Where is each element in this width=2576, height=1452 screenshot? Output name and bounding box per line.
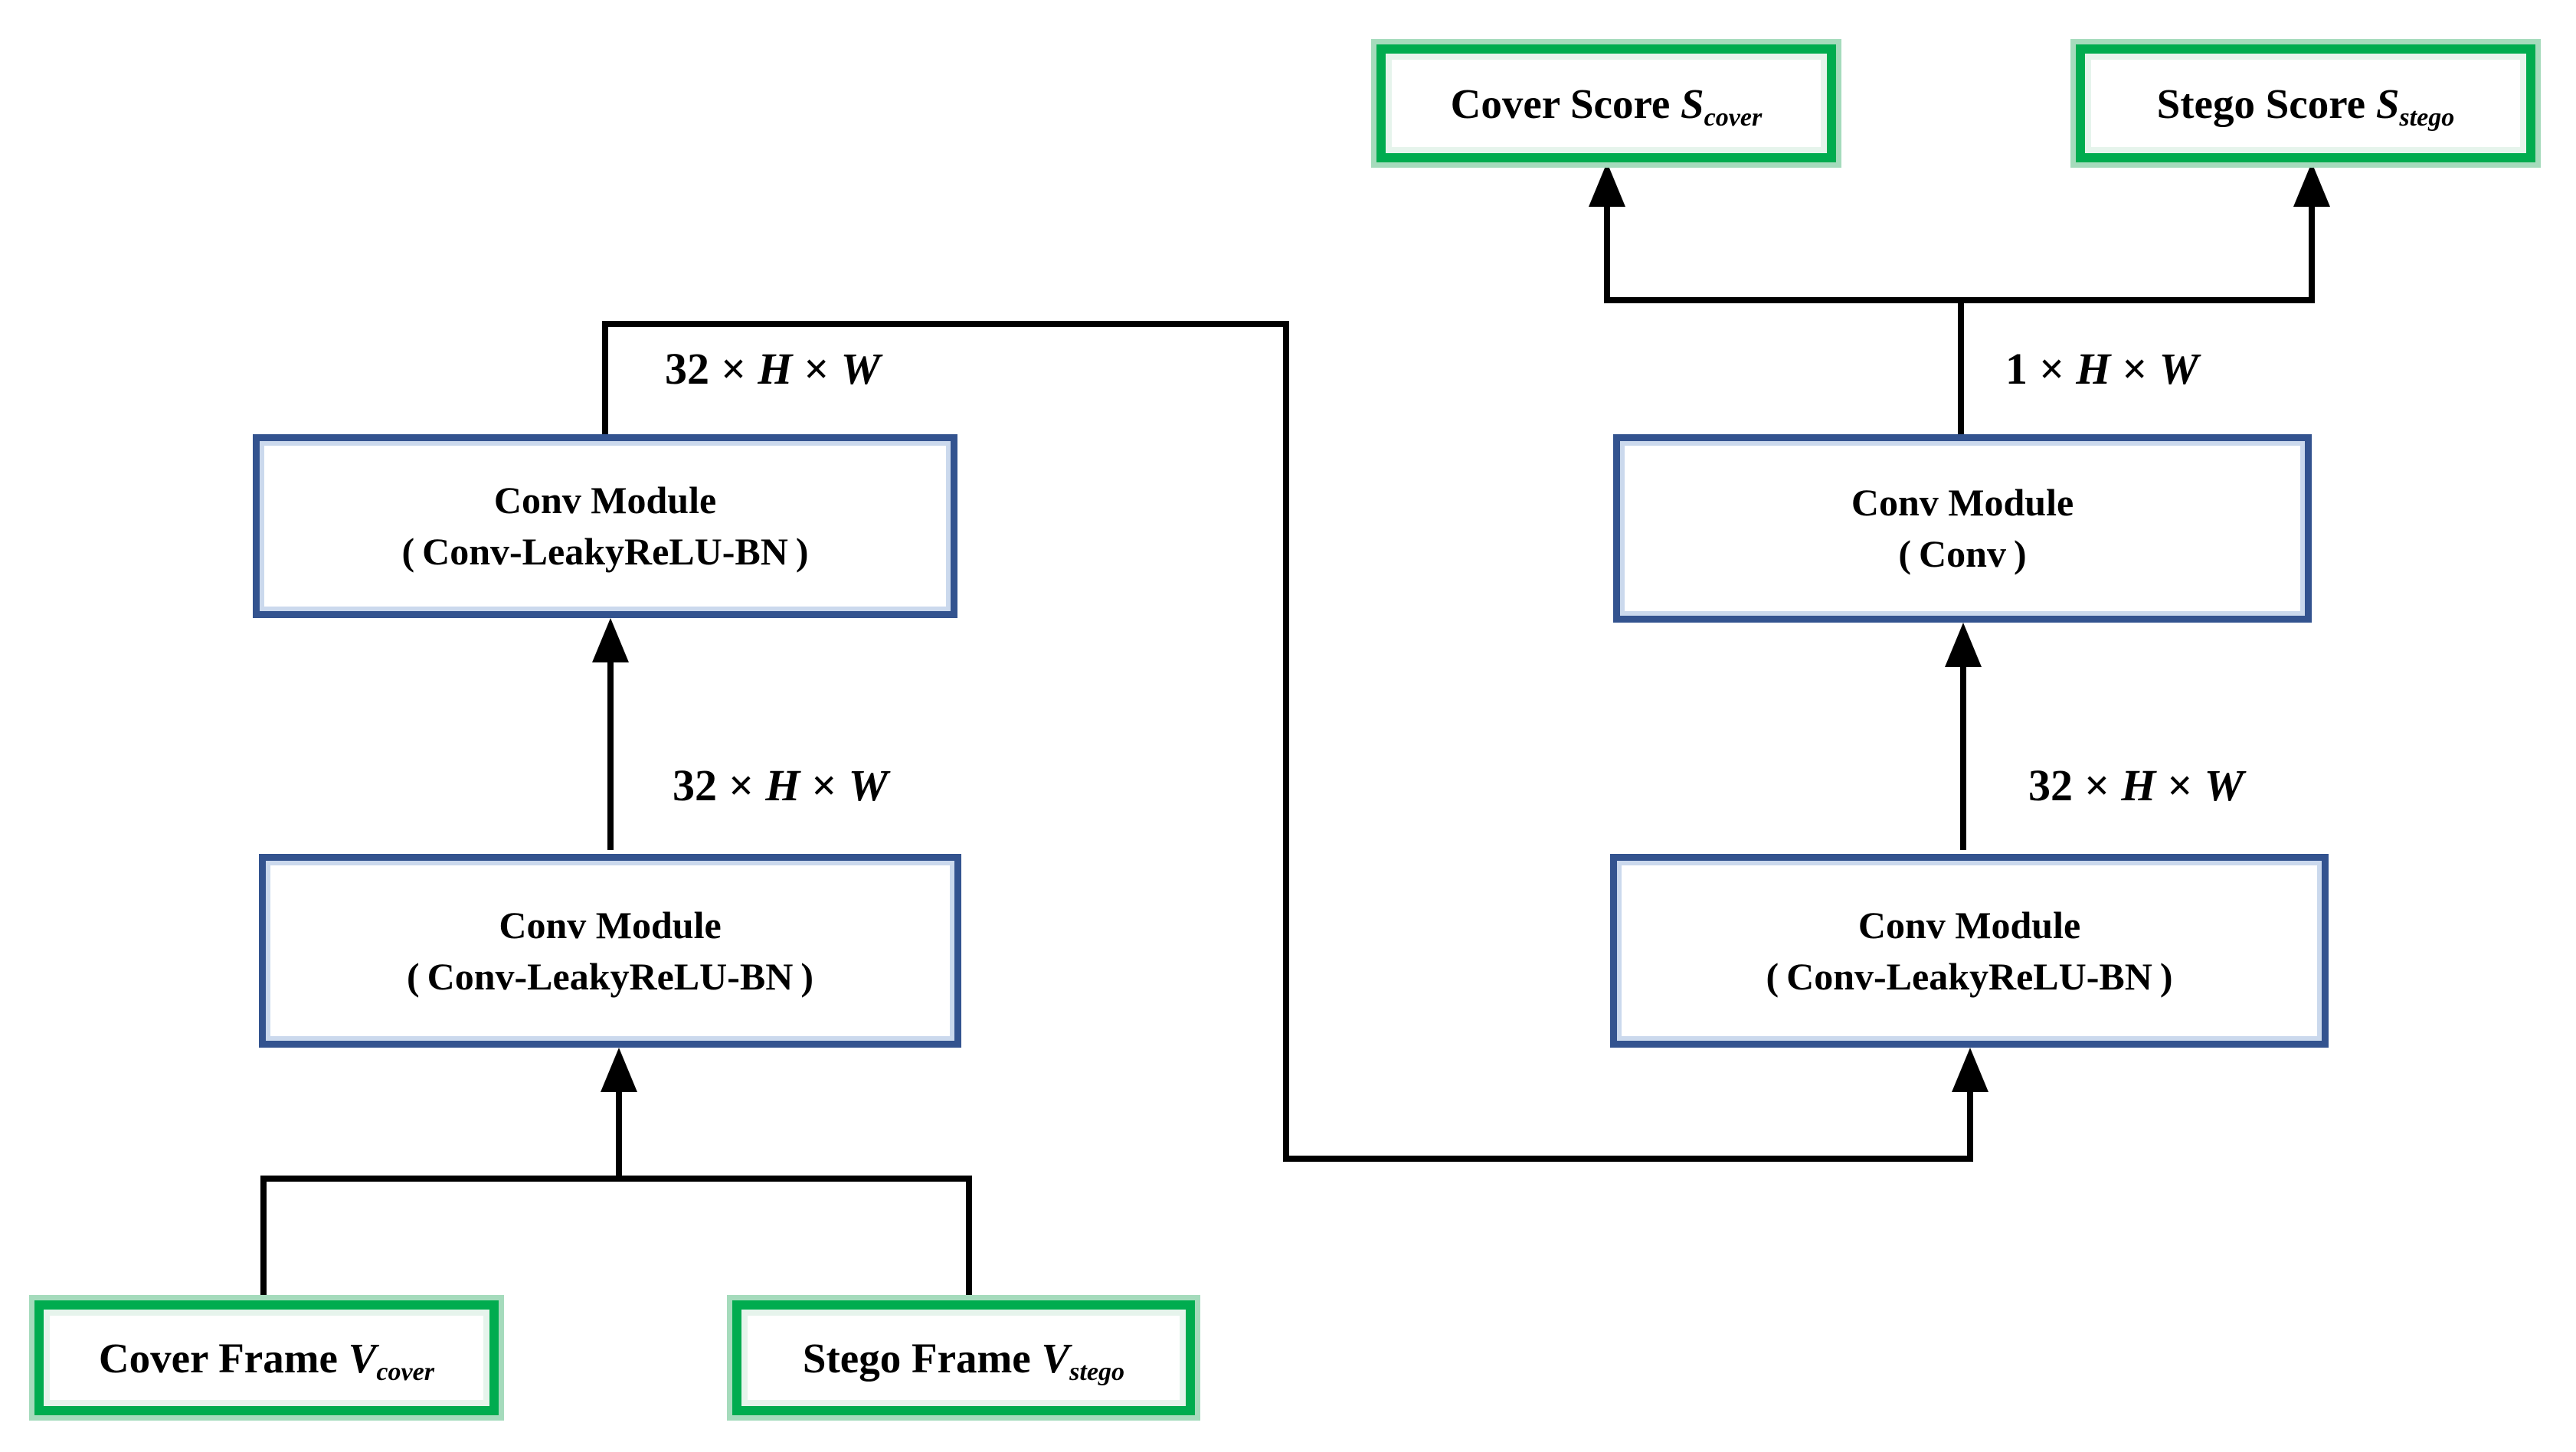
dim-label-left-top: 32×H×W [665, 344, 881, 394]
wire-conv-to-scores-fork [1604, 205, 2315, 303]
node-conv-right-mid: Conv Module (Conv-LeakyReLU-BN) [1610, 854, 2329, 1048]
cover-score-label: Cover Score Scover [1450, 80, 1763, 132]
stego-frame-label: Stego Frame Vstego [802, 1334, 1125, 1386]
stego-score-label: Stego Score Sstego [2156, 80, 2455, 132]
conv-right-mid-line2: (Conv-LeakyReLU-BN) [1766, 954, 2173, 998]
wire-left-top-to-right-mid [602, 321, 1973, 1162]
dim-label-left-mid: 32×H×W [673, 760, 889, 810]
conv-right-top-line1: Conv Module [1851, 481, 2074, 524]
arrowhead-left-top-conv [592, 618, 629, 662]
arrowhead-right-top-conv [1945, 623, 1982, 667]
node-cover-score: Cover Score Scover [1376, 44, 1836, 162]
arrowhead-left-mid-conv [601, 1048, 637, 1092]
node-conv-left-top: Conv Module (Conv-LeakyReLU-BN) [253, 434, 957, 618]
node-stego-frame: Stego Frame Vstego [732, 1300, 1195, 1415]
conv-right-top-line2: (Conv) [1898, 532, 2027, 575]
dim-label-right-mid: 32×H×W [2028, 760, 2244, 810]
wire-frames-merge-fork [260, 1176, 972, 1303]
arrowhead-cover-score [1589, 162, 1625, 207]
arrowhead-right-mid-conv [1952, 1048, 1988, 1092]
conv-left-mid-line1: Conv Module [499, 903, 722, 947]
conv-left-top-line1: Conv Module [493, 479, 717, 522]
node-conv-left-mid: Conv Module (Conv-LeakyReLU-BN) [259, 854, 961, 1048]
dim-label-right-top: 1×H×W [2005, 344, 2199, 394]
conv-left-mid-line2: (Conv-LeakyReLU-BN) [406, 954, 814, 998]
node-conv-right-top: Conv Module (Conv) [1613, 434, 2312, 623]
node-stego-score: Stego Score Sstego [2076, 44, 2535, 162]
node-cover-frame: Cover Frame Vcover [34, 1300, 499, 1415]
conv-right-mid-line1: Conv Module [1858, 903, 2081, 947]
conv-left-top-line2: (Conv-LeakyReLU-BN) [401, 530, 809, 573]
cover-frame-label: Cover Frame Vcover [98, 1334, 435, 1386]
arrowhead-stego-score [2293, 162, 2330, 207]
